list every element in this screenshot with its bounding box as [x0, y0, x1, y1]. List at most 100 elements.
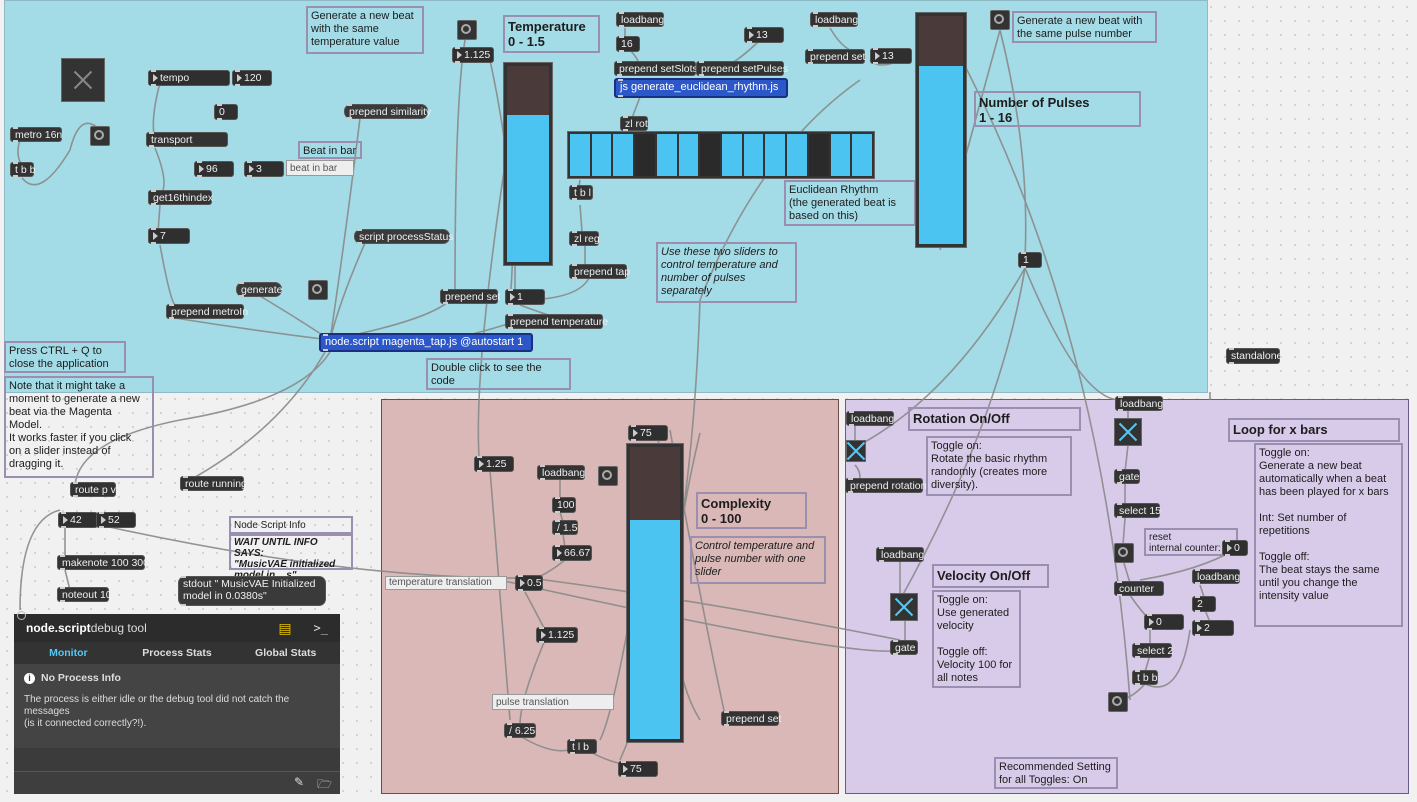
multislider-cell[interactable]	[743, 134, 764, 176]
metro-object[interactable]: metro 16n	[10, 127, 62, 142]
multislider-cell[interactable]	[830, 134, 851, 176]
euclidean-rhythm-multislider[interactable]	[567, 131, 875, 179]
generate-same-temperature-bang[interactable]	[457, 20, 477, 40]
multislider-cell[interactable]	[613, 134, 634, 176]
number-7[interactable]: 7	[148, 228, 190, 244]
number-0-5[interactable]: 0.5	[515, 575, 543, 591]
number-1-125[interactable]: 1.125	[536, 627, 578, 643]
number-13b[interactable]: 13	[870, 48, 912, 64]
multislider-cell[interactable]	[570, 134, 590, 176]
number-2b[interactable]: 2	[1192, 620, 1234, 636]
tab-process-stats[interactable]: Process Stats	[142, 647, 212, 659]
prepend-set-object-brown[interactable]: prepend set	[721, 711, 781, 726]
divide-6-25-object[interactable]: / 6.25	[504, 723, 536, 738]
route-running-object[interactable]: route running	[180, 476, 247, 491]
trigger-bb[interactable]: t b b	[10, 162, 35, 177]
makenote-object[interactable]: makenote 100 300	[57, 555, 149, 570]
node-script-object[interactable]: node.script magenta_tap.js @autostart 1	[319, 333, 533, 352]
monitor-icon[interactable]: ▤	[278, 619, 292, 636]
generate-bang[interactable]	[308, 280, 328, 300]
rotation-toggle[interactable]	[846, 440, 866, 462]
folder-icon[interactable]: 🗁	[317, 777, 332, 791]
prepend-similarity-object[interactable]: prepend similarity	[344, 104, 431, 119]
edit-icon[interactable]: ✎	[293, 775, 304, 789]
generate-message[interactable]: generate	[236, 282, 282, 297]
number-75-top[interactable]: 75	[628, 425, 668, 441]
number-0[interactable]: 0	[214, 104, 238, 120]
prepend-setslots-object[interactable]: prepend setSlots	[614, 61, 698, 76]
number-52[interactable]: 52	[96, 512, 136, 528]
route-pv-object[interactable]: route p v	[70, 482, 116, 497]
multislider-cell[interactable]	[591, 134, 612, 176]
number-temperature[interactable]: 1.125	[452, 47, 494, 63]
trigger-bb-loop[interactable]: t b b	[1132, 670, 1158, 685]
multislider-cell[interactable]	[787, 134, 807, 176]
prepend-setpulses-object[interactable]: prepend setPulses	[696, 61, 788, 76]
get16thindex-object[interactable]: get16thindex	[148, 190, 213, 205]
transport-bang[interactable]	[90, 126, 110, 146]
stdout-message[interactable]: stdout " MusicVAE Initialized model in 0…	[178, 576, 326, 606]
multislider-cell[interactable]	[722, 134, 742, 176]
loadbang-object-2[interactable]: loadbang	[810, 12, 858, 27]
tab-global-stats[interactable]: Global Stats	[255, 647, 317, 659]
loadbang-object-counter[interactable]: loadbang	[1192, 569, 1240, 584]
prepend-rotation-object[interactable]: prepend rotation	[845, 478, 926, 493]
loadbang-object-velocity[interactable]: loadbang	[876, 547, 924, 562]
number-75-bottom[interactable]: 75	[618, 761, 658, 777]
velocity-toggle[interactable]	[890, 593, 918, 621]
multislider-cell[interactable]	[808, 134, 829, 176]
tab-monitor[interactable]: Monitor	[49, 647, 88, 659]
number-13[interactable]: 13	[744, 27, 784, 43]
multislider-cell[interactable]	[656, 134, 677, 176]
multislider-cell[interactable]	[635, 134, 655, 176]
number-42[interactable]: 42	[58, 512, 98, 528]
number-2a[interactable]: 2	[1192, 596, 1216, 612]
script-processstatus-message[interactable]: script processStatus	[354, 229, 454, 244]
gate-object-velocity[interactable]: gate	[890, 640, 918, 655]
temperature-slider[interactable]	[503, 62, 553, 266]
loadbang-object-loop[interactable]: loadbang	[1115, 396, 1163, 411]
generate-same-pulse-bang[interactable]	[990, 10, 1010, 30]
counter-bang[interactable]	[1114, 543, 1134, 563]
multislider-cell[interactable]	[765, 134, 786, 176]
number-16[interactable]: 16	[616, 36, 640, 52]
tempo-attrui[interactable]: tempo	[148, 70, 230, 86]
metro-toggle[interactable]	[61, 58, 105, 102]
number-1-25[interactable]: 1.25	[474, 456, 514, 472]
noteout-object[interactable]: noteout 10	[57, 587, 112, 602]
multislider-cell[interactable]	[852, 134, 873, 176]
standalone-object[interactable]: standalone	[1226, 348, 1282, 364]
transport-object[interactable]: transport	[146, 132, 228, 147]
multislider-cell[interactable]	[700, 134, 721, 176]
number-1b[interactable]: 1	[1018, 252, 1042, 268]
number-1[interactable]: 1	[505, 289, 545, 305]
loadbang-object-rotation[interactable]: loadbang	[846, 411, 894, 426]
number-66-67[interactable]: 66.67	[552, 545, 592, 561]
select-15-object[interactable]: select 15	[1114, 503, 1161, 518]
zl-reg-object[interactable]: zl reg	[569, 231, 600, 246]
divide-1-5-object[interactable]: / 1.5	[552, 520, 578, 535]
loop-output-bang[interactable]	[1108, 692, 1128, 712]
loop-toggle[interactable]	[1114, 418, 1142, 446]
prepend-temperature-object[interactable]: prepend temperature	[505, 314, 608, 329]
complexity-bang[interactable]	[598, 466, 618, 486]
js-euclidean-rhythm-object[interactable]: js generate_euclidean_rhythm.js	[614, 78, 788, 98]
select-2-object[interactable]: select 2	[1132, 643, 1173, 658]
prepend-set-object[interactable]: prepend set	[440, 289, 500, 304]
gate-object-loop[interactable]: gate	[1114, 469, 1140, 484]
prepend-tap-object[interactable]: prepend tap	[569, 264, 630, 279]
complexity-slider[interactable]	[626, 443, 684, 743]
counter-object[interactable]: counter	[1114, 581, 1164, 596]
multislider-cell[interactable]	[678, 134, 699, 176]
number-of-pulses-slider[interactable]	[915, 12, 967, 248]
number-0a[interactable]: 0	[1222, 540, 1248, 556]
zl-rot-object[interactable]: zl rot	[620, 116, 648, 131]
trigger-bl[interactable]: t b l	[569, 185, 593, 200]
trigger-lb[interactable]: t l b	[567, 739, 597, 754]
tempo-number[interactable]: 120	[232, 70, 272, 86]
terminal-icon[interactable]: >_	[313, 621, 328, 635]
loadbang-object-brown[interactable]: loadbang	[537, 465, 585, 480]
loadbang-object-1[interactable]: loadbang	[616, 12, 664, 27]
number-96[interactable]: 96	[194, 161, 234, 177]
number-3[interactable]: 3	[244, 161, 284, 177]
